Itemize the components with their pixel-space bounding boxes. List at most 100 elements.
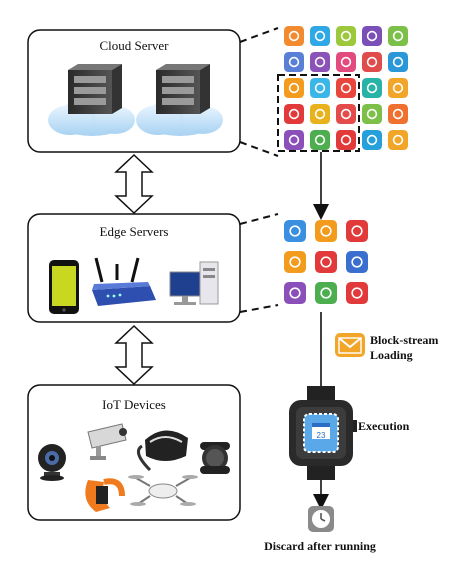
dashed-connectors: [239, 27, 279, 313]
clock-icon: [308, 506, 334, 532]
app-icon: [284, 52, 304, 72]
cloud-server-box: Cloud Server: [27, 29, 241, 153]
app-icon: [284, 282, 306, 304]
app-icon: [310, 52, 330, 72]
app-icon: [284, 251, 306, 273]
app-icon: [284, 220, 306, 242]
drone-icon: [128, 475, 198, 506]
edge-servers-box: Edge Servers: [27, 213, 241, 323]
app-icon: [284, 130, 304, 150]
app-icon-grid: [284, 26, 408, 150]
app-glyph-icon: [288, 30, 300, 42]
double-arrow-edge-iot: [114, 324, 154, 386]
app-icon: [310, 130, 330, 150]
vr-headset-icon: [136, 430, 188, 472]
app-glyph-icon: [289, 225, 301, 237]
desktop-computer-icon: [169, 261, 219, 305]
app-glyph-icon: [340, 30, 352, 42]
app-icon: [310, 78, 330, 98]
app-glyph-icon: [289, 256, 301, 268]
app-icon: [336, 26, 356, 46]
app-icon: [388, 104, 408, 124]
fitness-tracker-icon: [85, 478, 125, 512]
app-glyph-icon: [392, 30, 404, 42]
app-glyph-icon: [288, 108, 300, 120]
app-glyph-icon: [288, 56, 300, 68]
smartwatch-band-icon: [200, 442, 230, 474]
discard-label: Discard after running: [264, 539, 376, 553]
app-icon: [388, 78, 408, 98]
server-icon: [48, 64, 135, 136]
selected-apps-frame: [277, 74, 360, 152]
security-camera-icon: [87, 423, 127, 460]
app-glyph-icon: [392, 82, 404, 94]
app-icon: [315, 220, 337, 242]
app-icon: [362, 26, 382, 46]
app-glyph-icon: [392, 56, 404, 68]
iot-devices-title: IoT Devices: [102, 397, 166, 412]
app-glyph-icon: [288, 82, 300, 94]
app-icon: [310, 26, 330, 46]
app-icon: [346, 220, 368, 242]
app-glyph-icon: [314, 30, 326, 42]
block-stream-label: Block-stream: [370, 333, 438, 347]
app-glyph-icon: [366, 108, 378, 120]
app-icon: [362, 78, 382, 98]
smartwatch-icon: 23: [289, 386, 357, 480]
app-glyph-icon: [351, 287, 363, 299]
app-glyph-icon: [314, 108, 326, 120]
app-glyph-icon: [320, 225, 332, 237]
iot-devices-box: IoT Devices: [27, 384, 241, 521]
app-icon: [284, 104, 304, 124]
app-icon: [336, 78, 356, 98]
app-icon: [388, 52, 408, 72]
app-glyph-icon: [314, 56, 326, 68]
smartphone-icon: [49, 260, 79, 314]
app-glyph-icon: [392, 134, 404, 146]
app-glyph-icon: [314, 82, 326, 94]
app-glyph-icon: [392, 108, 404, 120]
watch-date: 23: [317, 431, 326, 440]
app-icon: [284, 78, 304, 98]
app-icon: [336, 130, 356, 150]
app-icon: [315, 251, 337, 273]
edge-servers-title: Edge Servers: [100, 224, 169, 239]
app-glyph-icon: [340, 108, 352, 120]
app-glyph-icon: [340, 56, 352, 68]
app-glyph-icon: [289, 287, 301, 299]
app-icon: [388, 130, 408, 150]
mail-icon: [335, 333, 365, 357]
app-icon: [315, 282, 337, 304]
app-glyph-icon: [351, 225, 363, 237]
app-icon: [362, 52, 382, 72]
app-glyph-icon: [288, 134, 300, 146]
app-icon: [284, 26, 304, 46]
app-icon: [388, 26, 408, 46]
app-glyph-icon: [340, 82, 352, 94]
app-glyph-icon: [366, 82, 378, 94]
app-glyph-icon: [366, 56, 378, 68]
app-icon: [336, 104, 356, 124]
app-glyph-icon: [320, 287, 332, 299]
app-glyph-icon: [340, 134, 352, 146]
app-glyph-icon: [314, 134, 326, 146]
app-glyph-icon: [351, 256, 363, 268]
app-icon: [362, 104, 382, 124]
app-icon: [362, 130, 382, 150]
double-arrow-cloud-edge: [114, 153, 154, 215]
loading-label: Loading: [370, 348, 413, 362]
app-icon: [346, 282, 368, 304]
app-glyph-icon: [366, 30, 378, 42]
server-icon: [136, 64, 223, 136]
cloud-server-title: Cloud Server: [100, 38, 170, 53]
app-icon: [336, 52, 356, 72]
app-glyph-icon: [320, 256, 332, 268]
app-icon: [310, 104, 330, 124]
app-glyph-icon: [366, 134, 378, 146]
execution-label: Execution: [358, 419, 410, 433]
edge-app-icon-grid: [284, 220, 368, 304]
webcam-icon: [38, 444, 66, 481]
router-icon: [92, 257, 156, 306]
app-icon: [346, 251, 368, 273]
